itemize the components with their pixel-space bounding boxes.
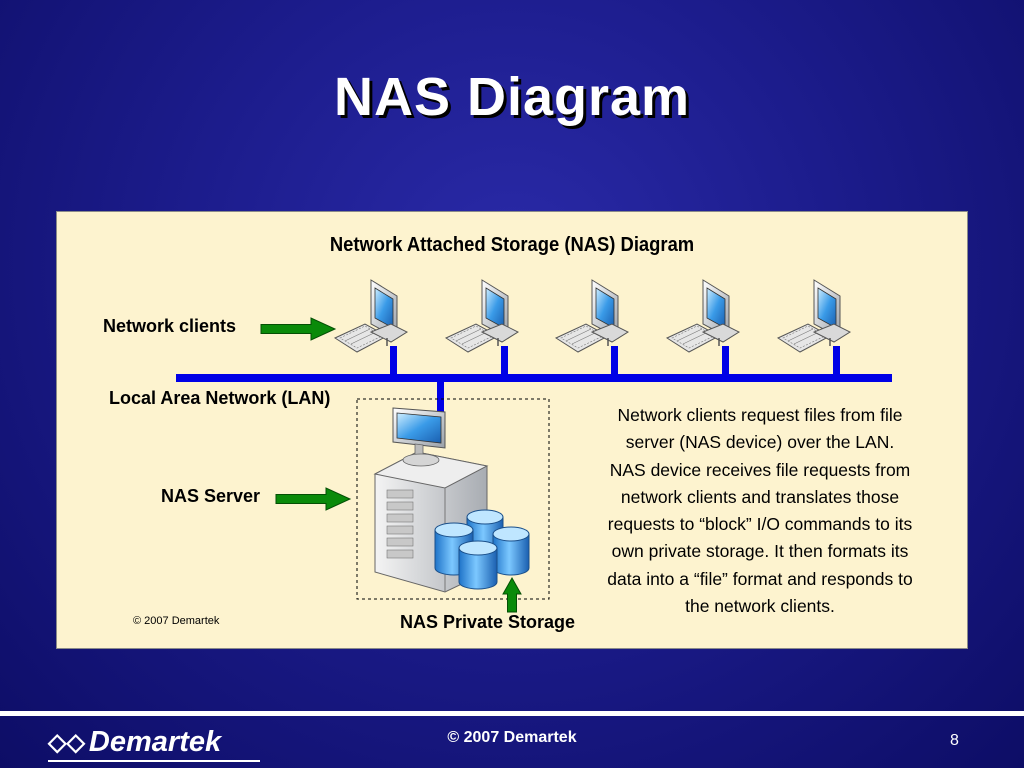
description-line: NAS device receives file requests from: [609, 459, 911, 480]
description-line: the network clients.: [685, 596, 835, 617]
client-computer-icon: [445, 279, 519, 353]
logo-text: Demartek: [88, 726, 222, 758]
lan-drop-nas: [437, 378, 444, 416]
description-text: Network clients request files from file …: [575, 402, 945, 620]
description-line: server (NAS device) over the LAN.: [625, 432, 895, 453]
description-line: data into a “file” format and responds t…: [607, 568, 913, 589]
logo-diamond-icon: ◇◇: [48, 729, 85, 756]
lan-drop: [833, 346, 840, 378]
diagram-copyright: © 2007 Demartek: [133, 615, 220, 627]
lan-drop: [611, 346, 618, 378]
arrow-nas-server-icon: [275, 487, 351, 511]
description-line: requests to “block” I/O commands to its: [607, 514, 913, 535]
client-computer-icon: [555, 279, 629, 353]
nas-dashed-boundary: [356, 398, 550, 600]
client-computer-icon: [334, 279, 408, 353]
footer-copyright: © 2007 Demartek: [447, 729, 577, 746]
lan-drop: [501, 346, 508, 378]
slide-title: NAS Diagram: [333, 67, 691, 127]
description-line: network clients and translates those: [620, 486, 900, 507]
client-computer-icon: [777, 279, 851, 353]
description-line: Network clients request files from file: [617, 405, 903, 425]
arrow-network-clients-icon: [260, 317, 336, 341]
client-computer-icon: [666, 279, 740, 353]
label-network-clients: Network clients: [103, 316, 237, 336]
lan-drop: [722, 346, 729, 378]
logo-underline: [48, 760, 260, 762]
label-lan: Local Area Network (LAN): [109, 388, 331, 408]
nas-server-icon: [373, 407, 489, 593]
footer-divider: [0, 711, 1024, 716]
diagram-panel: Network Attached Storage (NAS) Diagram: [56, 211, 968, 649]
arrow-private-storage-icon: [502, 576, 522, 613]
page-number: 8: [950, 732, 959, 749]
label-nas-server: NAS Server: [161, 486, 261, 506]
storage-disks-icon: [434, 509, 530, 590]
demartek-logo: ◇◇ Demartek: [48, 726, 221, 759]
diagram-title: Network Attached Storage (NAS) Diagram: [329, 234, 695, 256]
description-line: own private storage. It then formats its: [611, 541, 909, 562]
label-nas-private-storage: NAS Private Storage: [400, 612, 576, 632]
diagram-graphics: [176, 279, 892, 613]
lan-drop: [390, 346, 397, 378]
